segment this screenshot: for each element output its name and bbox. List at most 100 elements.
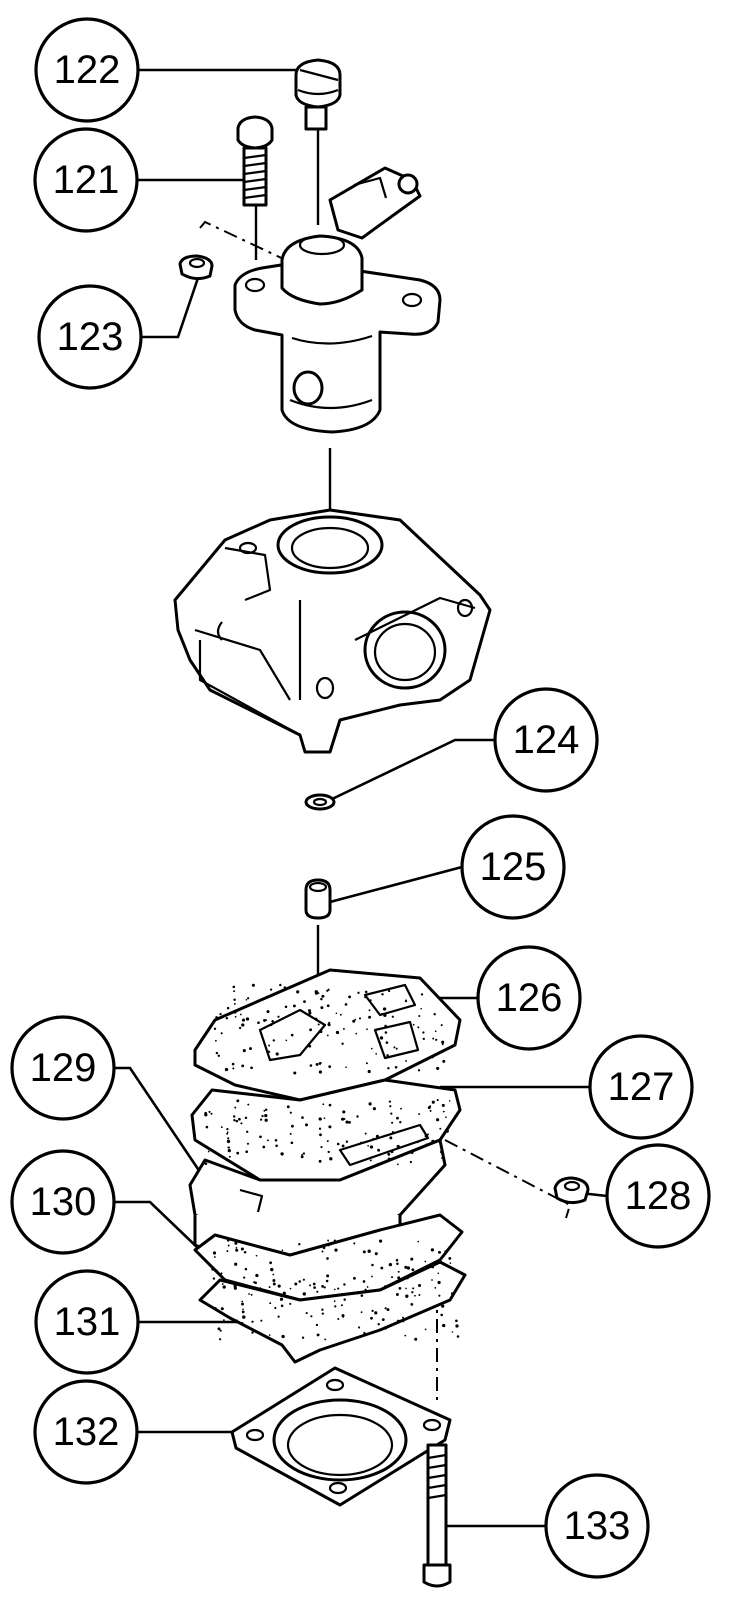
speckle-dot [238, 1026, 242, 1030]
speckle-dot [377, 1323, 380, 1326]
speckle-dot [317, 992, 320, 994]
speckle-dot [455, 1324, 459, 1328]
speckle-dot [301, 1336, 305, 1339]
speckle-dot [234, 1239, 237, 1242]
speckle-dot [391, 1130, 394, 1134]
speckle-dot [418, 1284, 421, 1287]
speckle-dot [390, 1112, 393, 1115]
speckle-dot [281, 1249, 284, 1252]
speckle-dot [386, 1308, 390, 1312]
speckle-dot [418, 1014, 421, 1018]
callout-130-label: 130 [30, 1180, 97, 1224]
speckle-dot [432, 1037, 435, 1040]
leader-130 [114, 1200, 201, 1251]
speckle-dot [210, 1112, 213, 1115]
speckle-dot [436, 1066, 440, 1070]
speckle-dot [414, 1337, 418, 1341]
speckle-dot [236, 1151, 240, 1155]
speckle-dot [329, 1157, 333, 1161]
speckle-dot [405, 1287, 407, 1290]
speckle-dot [234, 1015, 237, 1018]
speckle-dot [317, 1023, 320, 1026]
speckle-dot [241, 1300, 244, 1303]
speckle-dot [334, 1248, 338, 1252]
speckle-dot [388, 1262, 393, 1267]
speckle-dot [369, 1159, 372, 1162]
speckle-dot [404, 999, 408, 1003]
speckle-dot [220, 1272, 223, 1275]
speckle-dot [244, 1267, 248, 1271]
speckle-dot [303, 1000, 306, 1003]
speckle-dot [438, 1250, 441, 1254]
speckle-dot [264, 1113, 268, 1118]
speckle-dot [358, 1017, 362, 1020]
speckle-dot [333, 1239, 337, 1242]
speckle-dot [290, 1033, 294, 1037]
speckle-dot [304, 1123, 309, 1127]
callout-132: 132 [33, 1379, 139, 1485]
speckle-dot [424, 1134, 428, 1138]
speckle-dot [364, 1132, 367, 1135]
speckle-dot [404, 1265, 408, 1269]
speckle-dot [430, 1248, 435, 1252]
speckle-dot [320, 1062, 322, 1064]
speckle-dot [365, 1062, 368, 1065]
speckle-dot [235, 1119, 239, 1123]
speckle-dot [314, 1017, 318, 1021]
leader-125 [329, 865, 463, 904]
speckle-dot [221, 1283, 224, 1285]
speckle-dot [321, 1308, 324, 1311]
callout-124-label: 124 [513, 718, 580, 762]
speckle-dot [436, 1099, 439, 1102]
leader-129 [112, 1066, 202, 1173]
speckle-dot [279, 983, 282, 987]
speckle-dot [374, 1311, 378, 1315]
speckle-dot [309, 1028, 313, 1032]
speckle-dot [269, 1302, 272, 1305]
speckle-dot [362, 1280, 366, 1283]
screw-122 [294, 58, 342, 131]
speckle-dot [333, 1288, 336, 1291]
speckle-dot [389, 1136, 393, 1140]
speckle-dot [348, 1121, 351, 1124]
speckle-dot [405, 1059, 408, 1062]
leader-lines [112, 68, 608, 1528]
speckle-dot [219, 1338, 222, 1341]
speckle-dot [255, 1273, 259, 1278]
speckle-dot [336, 1142, 340, 1146]
speckle-dot [431, 1056, 434, 1059]
speckle-dot [241, 1310, 245, 1314]
speckle-dot [441, 1103, 445, 1107]
speckle-dot [309, 1284, 312, 1287]
speckle-dot [441, 1043, 444, 1046]
speckle-dot [293, 1071, 297, 1075]
gasket-speckle-texture [204, 983, 460, 1341]
speckle-dot [220, 1126, 223, 1129]
speckle-dot [272, 1039, 275, 1042]
speckle-dot [251, 1320, 254, 1323]
speckle-dot [357, 991, 360, 994]
speckle-dot [234, 1011, 237, 1014]
speckle-dot [448, 1100, 451, 1102]
speckle-dot [294, 1282, 298, 1286]
speckle-dot [292, 1004, 296, 1008]
speckle-dot [226, 1238, 230, 1242]
callout-129: 129 [10, 1015, 116, 1121]
speckle-dot [316, 1290, 319, 1293]
speckle-dot [268, 1044, 271, 1047]
speckle-dot [431, 1279, 433, 1281]
speckle-dot [363, 1331, 366, 1335]
speckle-dot [320, 1006, 324, 1010]
speckle-dot [318, 1127, 322, 1130]
speckle-dot [232, 1115, 236, 1118]
speckle-dot [280, 1152, 284, 1156]
speckle-dot [450, 1292, 454, 1295]
speckle-dot [388, 1100, 392, 1103]
speckle-dot [241, 1018, 246, 1022]
speckle-dot [431, 1265, 435, 1269]
speckle-dot [289, 1111, 292, 1114]
speckle-dot [241, 1283, 244, 1286]
speckle-dot [226, 1139, 231, 1144]
speckle-dot [391, 1015, 394, 1018]
speckle-dot [442, 1323, 446, 1328]
